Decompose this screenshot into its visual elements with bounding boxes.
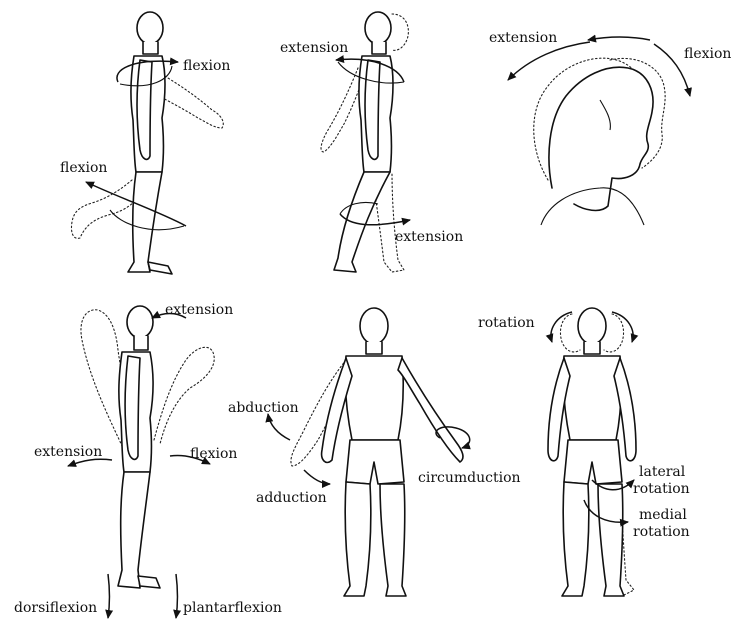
arm (125, 356, 140, 459)
trunk-extension-arrow-left (68, 459, 112, 466)
label-adduction: adduction (256, 490, 327, 506)
label-medial-2: rotation (633, 524, 690, 540)
right-arm (398, 358, 463, 462)
panel-abduction-adduction: abduction adduction circumduction (228, 308, 521, 596)
ghost-head-left (560, 314, 580, 352)
ghost-head (392, 14, 408, 50)
neck (584, 342, 600, 354)
panel-neck-movement: extension flexion (489, 30, 731, 225)
panel-trunk-ankle: extension extension flexion dorsiflexion… (14, 302, 282, 618)
head-rotation-arrow-right (612, 312, 633, 342)
shorts (564, 440, 622, 484)
label-plantarflexion: plantarflexion (183, 600, 282, 616)
neck (366, 342, 382, 354)
label-dorsiflexion: dorsiflexion (14, 600, 97, 616)
label-head-rotation: rotation (478, 315, 535, 331)
torso (563, 356, 621, 440)
label-medial-1: medial (639, 507, 687, 523)
neck-flexion-arrow-top (588, 37, 650, 40)
legs (128, 172, 162, 272)
panel-rotation: rotation lateral rotation medial rotatio… (478, 308, 690, 596)
label-neck-flexion: flexion (684, 46, 731, 62)
head-rotation-arrow-left (551, 312, 572, 342)
head (360, 308, 388, 344)
label-leg-flexion: flexion (60, 160, 107, 176)
neck (143, 42, 158, 54)
arm (137, 60, 152, 159)
panel-flexion-side-view: flexion flexion (60, 12, 230, 274)
left-leg (344, 482, 371, 596)
head-profile (541, 67, 653, 225)
legs (118, 472, 150, 588)
plantarflexion-arrow (176, 574, 178, 618)
neck (372, 42, 386, 54)
head (578, 308, 606, 344)
standing-figure-side-3 (118, 306, 160, 588)
adduction-arrow (304, 470, 330, 484)
arm (365, 60, 380, 159)
ghost-lifted-leg (71, 180, 142, 238)
neck (134, 336, 148, 350)
label-trunk-extension-left: extension (34, 444, 102, 460)
ghost-head-right (604, 314, 624, 352)
abduction-arrow (268, 414, 290, 440)
head-outline (549, 67, 653, 210)
panel-extension-side-view: extension extension (280, 12, 463, 272)
label-arm-extension: extension (280, 40, 348, 56)
neck-extension-arrow (508, 42, 590, 80)
foot (138, 576, 160, 588)
right-leg (598, 484, 624, 596)
standing-figure-front (322, 308, 463, 596)
standing-figure-front-2 (548, 308, 636, 596)
label-neck-extension: extension (489, 30, 557, 46)
label-lateral-1: lateral (639, 464, 686, 480)
label-trunk-flexion: flexion (190, 446, 237, 462)
label-arm-flexion: flexion (183, 58, 230, 74)
standing-figure-side (128, 12, 172, 274)
head (365, 12, 391, 44)
label-trunk-extension-top: extension (165, 302, 233, 318)
head (127, 306, 153, 338)
torso (345, 356, 403, 440)
dorsiflexion-arrow (108, 574, 110, 618)
left-leg (562, 482, 589, 596)
label-lateral-2: rotation (633, 481, 690, 497)
head (137, 12, 163, 44)
foot (148, 262, 172, 274)
shorts (346, 440, 404, 484)
label-circumduction: circumduction (418, 470, 521, 486)
label-abduction: abduction (228, 400, 299, 416)
ghost-trunk-forward (154, 347, 214, 444)
label-leg-extension: extension (395, 229, 463, 245)
right-leg (380, 484, 406, 596)
legs (334, 172, 390, 272)
